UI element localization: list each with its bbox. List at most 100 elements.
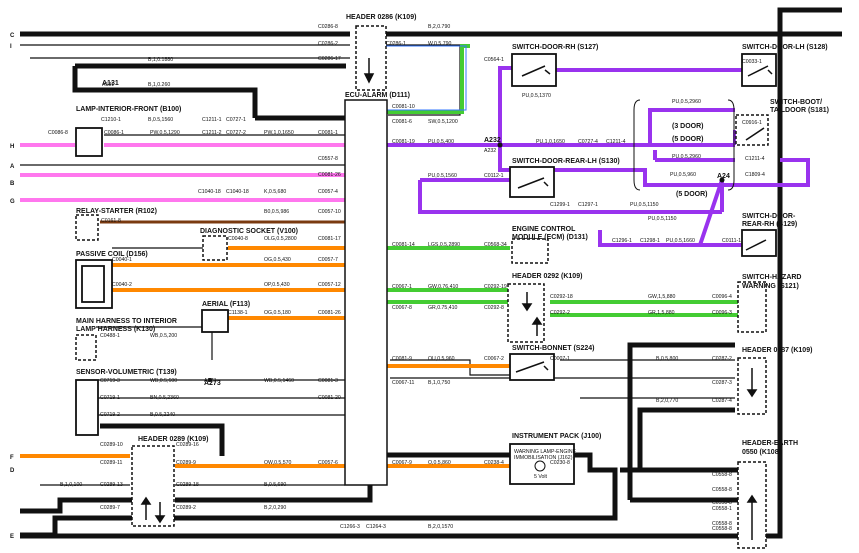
header-0286-box — [355, 25, 387, 91]
warning-lamp-icon — [534, 460, 546, 472]
side-label: I — [10, 44, 12, 50]
wire-label: B,2,0,770 — [656, 398, 678, 404]
wire-label: C0057-7 — [318, 257, 338, 263]
wire-label: C0289-9 — [176, 460, 196, 466]
label-5-volt: 5 Volt — [534, 474, 548, 480]
dashed-components — [75, 25, 769, 549]
wire-label: C0719-2 — [100, 412, 120, 418]
wire-label: C0292-2 — [550, 310, 570, 316]
wire-label: C1266-3 — [340, 524, 360, 530]
wire-label: C0057-12 — [318, 282, 341, 288]
lamp-interior-box — [75, 127, 103, 157]
title-header-0286: HEADER 0286 (K109) — [346, 14, 416, 21]
wire-label: C0558-8 — [712, 472, 732, 478]
label-a24: A24 — [717, 173, 730, 180]
title-sensor-volumetric: SENSOR-VOLUMETRIC (T139) — [76, 369, 177, 376]
switch-boot-box — [735, 114, 769, 146]
wire-label: LGS,0.5,2890 — [428, 242, 460, 248]
wire-label: C0007-1 — [550, 356, 570, 362]
wire-label: K,0.5,680 — [264, 189, 286, 195]
wire-label: C0287-2 — [712, 356, 732, 362]
title-ecm-1: ENGINE CONTROL — [512, 226, 576, 233]
wire-label: C0081-1 — [318, 130, 338, 136]
wire-label: C1211-2 — [202, 130, 222, 136]
wire-label: C0292-18 — [550, 294, 573, 300]
wire-label: C0558-8 — [712, 500, 732, 506]
side-label: C — [10, 33, 15, 39]
wire-label: SW,0.5,1200 — [428, 119, 458, 125]
signal-wires-black — [20, 44, 735, 486]
title-aerial: AERIAL (F113) — [202, 301, 250, 308]
side-label: D — [10, 468, 15, 474]
wire-label: C0081-19 — [392, 139, 415, 145]
title-warning-lamp-1: WARNING LAMP-ENGINE — [514, 449, 577, 455]
wire-label: C0727-4 — [578, 139, 598, 145]
wire-label: C0112-1 — [484, 173, 504, 179]
wire-label: C0558-8 — [712, 487, 732, 493]
wire-label: C0286-8 — [318, 24, 338, 30]
title-header-0287: HEADER 0287 (K109) — [742, 347, 812, 354]
wire-label: B,1,0,100 — [60, 482, 82, 488]
title-relay-starter: RELAY-STARTER (R102) — [76, 208, 157, 215]
side-letters: C I H A B G F D E — [10, 33, 15, 540]
side-label: E — [10, 534, 14, 540]
wire-label: C0067-1 — [392, 284, 412, 290]
wire-label: C1138-1 — [228, 310, 248, 316]
wire-label: W,0.5,790 — [428, 41, 451, 47]
wire-label: B,1,0.1880 — [148, 57, 173, 63]
title-lamp-interior: LAMP-INTERIOR-FRONT (B100) — [76, 106, 181, 113]
wire-label: C0286-1 — [386, 41, 406, 47]
wire-label: C1211-4 — [606, 139, 626, 145]
wire-label: C0040-2 — [112, 282, 132, 288]
solid-components — [75, 53, 777, 485]
side-label: F — [10, 455, 14, 461]
wire-label: C0086-8 — [48, 130, 68, 136]
sensor-volumetric-box — [75, 379, 99, 436]
wire-label: C0040-8 — [228, 236, 248, 242]
wire-label: C1299-1 — [550, 202, 570, 208]
header-0289-box — [131, 445, 175, 527]
wire-label: C0057-10 — [318, 209, 341, 215]
wire-label: C1809-4 — [745, 172, 765, 178]
side-label: B — [10, 181, 15, 187]
wire-label: B,2,0,290 — [264, 505, 286, 511]
wire-label: C0081-9 — [392, 356, 412, 362]
wire-label: B,1,0.260 — [148, 82, 170, 88]
wire-label: C1297-1 — [578, 202, 598, 208]
wire-right-edge — [20, 7, 842, 539]
wire-label: C0067-11 — [392, 380, 415, 386]
ecu-alarm-box — [344, 99, 388, 486]
passive-coil-inner — [81, 265, 105, 303]
title-hazard-1: SWITCH-HAZARD — [742, 274, 802, 281]
label-5-door-b: (5 DOOR) — [676, 191, 708, 198]
wire-label: C0067-8 — [392, 305, 412, 311]
title-switch-bonnet: SWITCH-BONNET (S224) — [512, 345, 594, 352]
wire-label: C0081-17 — [318, 236, 341, 242]
wire-label: B,0.5,800 — [656, 356, 678, 362]
label-a232: A232 — [484, 137, 501, 144]
wire-label: WB,0.5,200 — [150, 333, 177, 339]
wire-label: PW,0.5,1290 — [150, 130, 180, 136]
wire-label: C0081-26 — [318, 310, 341, 316]
wire-label: C0558-1 — [712, 506, 732, 512]
wire-label: GR,0.75,410 — [428, 305, 458, 311]
title-switch-door-rear-rh-1: SWITCH-DOOR- — [742, 213, 796, 220]
wire-label: C0286-17 — [318, 56, 341, 62]
wire-0289-top — [100, 423, 225, 456]
wire-label: PU,1,0,1650 — [536, 139, 565, 145]
wire-label: C0289-18 — [176, 482, 199, 488]
side-label: A — [10, 164, 15, 170]
wire-label: C0161-8 — [101, 218, 121, 224]
wire-label: A273 — [204, 378, 216, 384]
title-header-0289: HEADER 0289 (K109) — [138, 436, 208, 443]
pink-wires — [20, 143, 345, 202]
wire-label: C0040-1 — [112, 257, 132, 263]
ecm-box — [511, 238, 549, 264]
switch-door-rh-box — [511, 53, 557, 87]
wire-label: B,0.5,1560 — [148, 117, 173, 123]
wire-label: PU,0.5,1150 — [648, 216, 677, 222]
wire-label: PU,0.5,1370 — [522, 93, 551, 99]
wire-label: B,2,0.790 — [428, 24, 450, 30]
junction-dots — [78, 88, 725, 382]
title-header-earth-2: 0550 (K108) — [742, 449, 781, 456]
